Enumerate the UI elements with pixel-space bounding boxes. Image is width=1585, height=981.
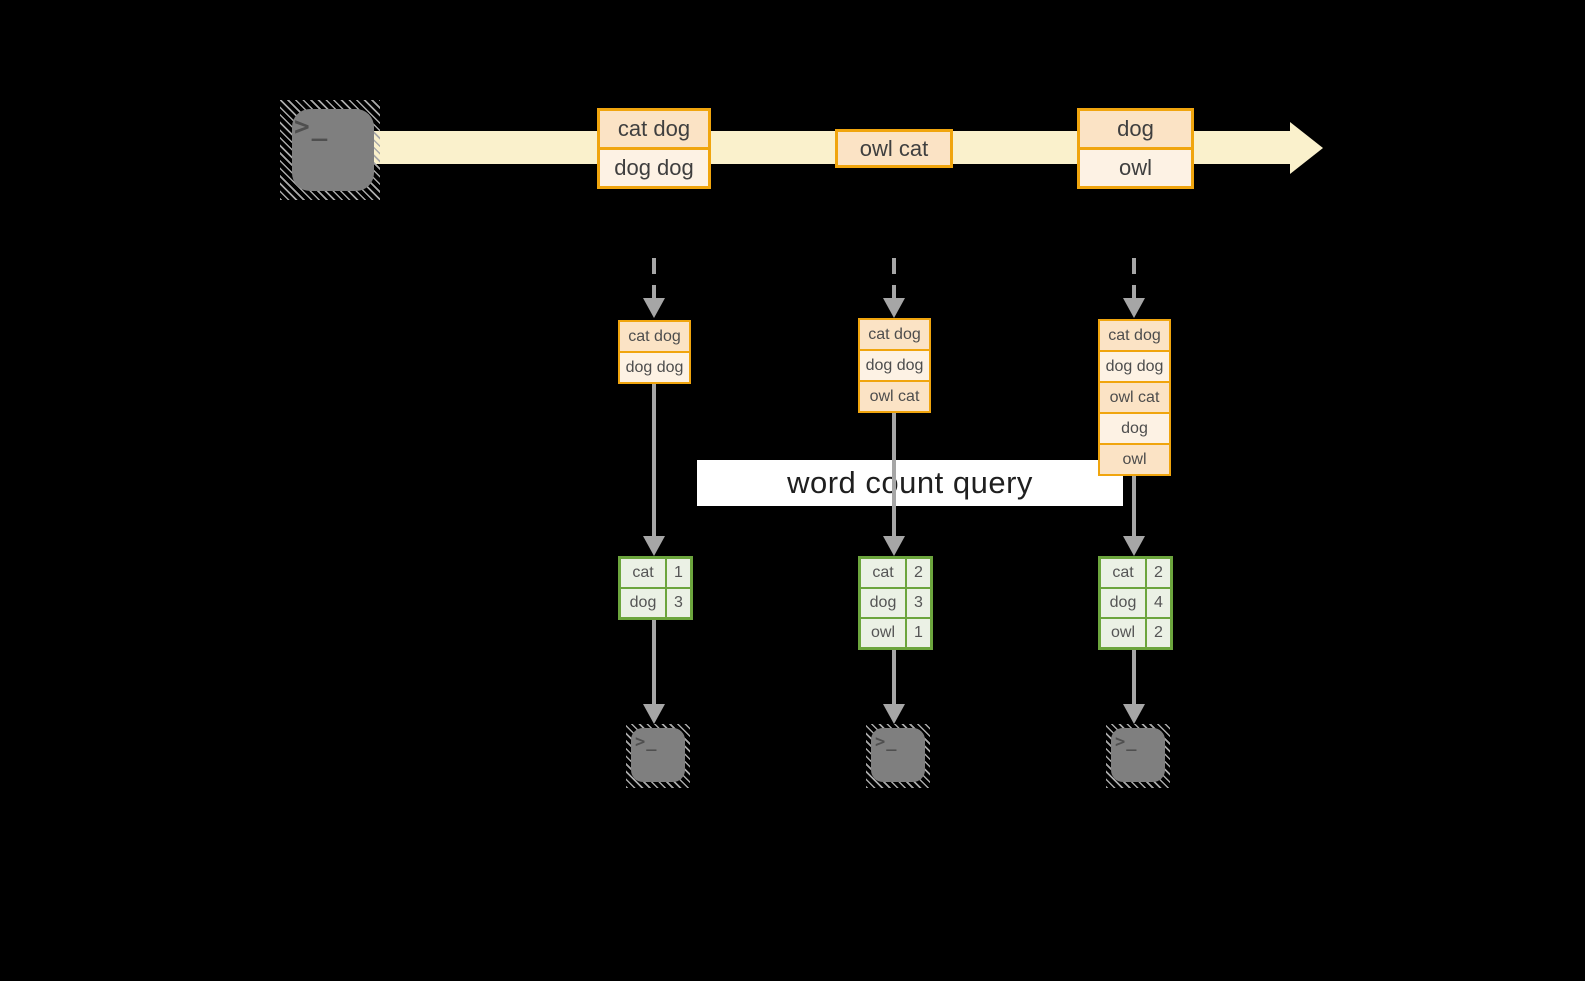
terminal-icon: >_	[626, 724, 690, 788]
connector-line	[652, 384, 656, 536]
arrow-down-icon	[1123, 536, 1145, 556]
connector-line	[892, 650, 896, 704]
terminal-screen	[292, 109, 374, 191]
arrow-down-icon	[643, 704, 665, 724]
connector-line	[1132, 476, 1136, 536]
table-cell: 4	[1147, 589, 1170, 617]
wordcount-table-1: cat 1 dog 3	[618, 556, 693, 620]
state-row: owl cat	[1100, 381, 1169, 412]
arrow-down-icon	[883, 536, 905, 556]
table-cell: 3	[667, 589, 690, 617]
terminal-screen	[871, 728, 925, 782]
stream-batch-3: dog owl	[1077, 108, 1194, 189]
table-cell: 2	[1147, 559, 1170, 587]
arrow-down-icon	[643, 536, 665, 556]
stream-message: owl	[1080, 147, 1191, 186]
table-cell: owl	[1101, 619, 1145, 647]
table-cell: 1	[667, 559, 690, 587]
arrow-down-icon	[1123, 704, 1145, 724]
state-row: owl cat	[860, 380, 929, 411]
terminal-icon: >_	[1106, 724, 1170, 788]
table-cell: dog	[861, 589, 905, 617]
stream-batch-2: owl cat	[835, 129, 953, 168]
state-row: dog dog	[1100, 350, 1169, 381]
wordcount-table-2: cat 2 dog 3 owl 1	[858, 556, 933, 650]
state-row: dog dog	[860, 349, 929, 380]
state-row: cat dog	[1100, 321, 1169, 350]
state-box-1: cat dog dog dog	[618, 320, 691, 384]
stream-arrowhead-icon	[1290, 122, 1323, 174]
wordcount-table-3: cat 2 dog 4 owl 2	[1098, 556, 1173, 650]
stream-message: cat dog	[600, 111, 708, 147]
table-cell: dog	[1101, 589, 1145, 617]
table-cell: 1	[907, 619, 930, 647]
state-row: dog	[1100, 412, 1169, 443]
state-box-3: cat dog dog dog owl cat dog owl	[1098, 319, 1171, 476]
table-cell: dog	[621, 589, 665, 617]
prompt-icon: >_	[635, 732, 658, 752]
table-cell: 2	[1147, 619, 1170, 647]
table-cell: cat	[1101, 559, 1145, 587]
table-cell: 2	[907, 559, 930, 587]
state-box-2: cat dog dog dog owl cat	[858, 318, 931, 413]
arrow-down-icon	[883, 298, 905, 318]
stream-batch-1: cat dog dog dog	[597, 108, 711, 189]
arrow-down-icon	[643, 298, 665, 318]
dashed-connector	[1132, 258, 1136, 298]
prompt-icon: >_	[875, 732, 898, 752]
query-label: word count query	[697, 460, 1123, 506]
arrow-down-icon	[883, 704, 905, 724]
state-row: cat dog	[620, 322, 689, 351]
stream-message: dog dog	[600, 147, 708, 186]
state-row: owl	[1100, 443, 1169, 474]
table-cell: 3	[907, 589, 930, 617]
connector-line	[892, 413, 896, 536]
terminal-icon: >_	[866, 724, 930, 788]
table-cell: cat	[861, 559, 905, 587]
table-cell: cat	[621, 559, 665, 587]
stream-message: owl cat	[838, 132, 950, 165]
connector-line	[1132, 650, 1136, 704]
arrow-down-icon	[1123, 298, 1145, 318]
terminal-screen	[1111, 728, 1165, 782]
dashed-connector	[892, 258, 896, 298]
prompt-icon: >_	[294, 112, 330, 142]
prompt-icon: >_	[1115, 732, 1138, 752]
terminal-screen	[631, 728, 685, 782]
table-cell: owl	[861, 619, 905, 647]
stream-message: dog	[1080, 111, 1191, 147]
state-row: dog dog	[620, 351, 689, 382]
terminal-icon: >_	[280, 100, 380, 200]
dashed-connector	[652, 258, 656, 298]
state-row: cat dog	[860, 320, 929, 349]
connector-line	[652, 620, 656, 704]
